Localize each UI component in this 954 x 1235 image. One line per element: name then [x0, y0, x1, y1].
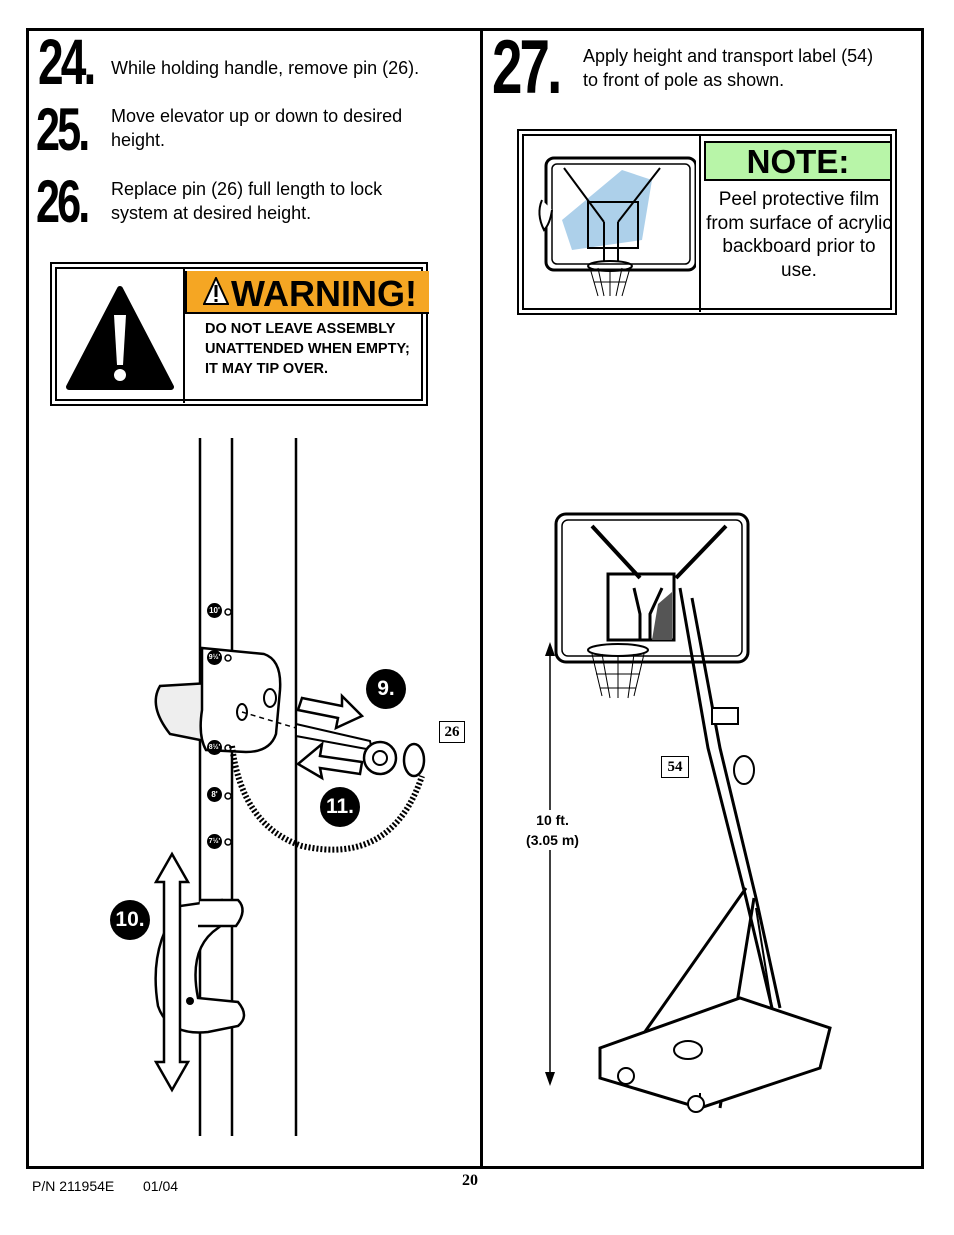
step-26-number: 26.	[36, 168, 90, 235]
height-mark-8: 8'	[207, 787, 222, 802]
step-27-text-line2: to front of pole as shown.	[583, 70, 785, 90]
height-mark-10: 10'	[207, 603, 222, 618]
height-dimension-arrow	[545, 642, 555, 1086]
warning-small-triangle-icon	[203, 277, 229, 305]
part-label-26: 26	[439, 721, 465, 743]
callout-11: 11.	[320, 787, 360, 827]
elevator-pole-illustration	[153, 438, 426, 1136]
step-25-number: 25.	[36, 96, 90, 163]
height-mark-9-5: 9½'	[207, 650, 222, 665]
callout-10: 10.	[110, 900, 150, 940]
warning-box: WARNING! DO NOT LEAVE ASSEMBLY UNATTENDE…	[50, 262, 429, 406]
step-26-text-line1: Replace pin (26) full length to lock	[111, 179, 383, 199]
warning-title: WARNING!	[231, 273, 417, 314]
part-label-54: 54	[661, 756, 689, 778]
warning-separator	[183, 269, 185, 403]
step-27-text-line1: Apply height and transport label (54)	[583, 46, 874, 66]
note-text: Peel protective film from surface of acr…	[706, 189, 892, 281]
step-26-text-line2: system at desired height.	[111, 203, 312, 223]
warning-header: WARNING!	[185, 271, 429, 314]
note-box: NOTE: Peel protective film from surface …	[517, 129, 897, 315]
step-25-text: Move elevator up or down to desired heig…	[111, 104, 402, 152]
step-24-number: 24.	[38, 26, 96, 98]
height-dimension-ft: 10 ft.	[536, 812, 569, 828]
backboard-peel-illustration	[538, 156, 696, 297]
step-27-text: Apply height and transport label (54) to…	[583, 44, 873, 92]
warning-text: DO NOT LEAVE ASSEMBLY UNATTENDED WHEN EM…	[205, 321, 410, 377]
step-27-number: 27.	[492, 25, 562, 110]
warning-inner-frame: WARNING! DO NOT LEAVE ASSEMBLY UNATTENDE…	[55, 267, 429, 403]
step-25-text-line1: Move elevator up or down to desired	[111, 106, 403, 126]
footer-date: 01/04	[143, 1178, 179, 1194]
height-dimension-label: 10 ft. (3.05 m)	[505, 810, 600, 850]
height-dimension-m: (3.05 m)	[526, 832, 579, 848]
step-26-text: Replace pin (26) full length to lock sys…	[111, 177, 382, 225]
page-number: 20	[462, 1172, 478, 1189]
page-frame	[26, 28, 924, 1169]
note-separator	[699, 136, 701, 312]
column-divider	[480, 28, 483, 1169]
height-mark-8-5: 8½'	[207, 740, 222, 755]
height-mark-7-5: 7½'	[207, 834, 222, 849]
note-title: NOTE:	[704, 141, 892, 181]
warning-triangle-icon	[66, 286, 174, 390]
callout-9: 9.	[366, 669, 406, 709]
step-24-text: While holding handle, remove pin (26).	[111, 58, 420, 78]
note-inner-frame: NOTE: Peel protective film from surface …	[522, 134, 892, 312]
step-25-text-line2: height.	[111, 130, 166, 150]
portable-hoop-illustration	[554, 512, 832, 1113]
footer-part-number: P/N 211954E	[32, 1178, 115, 1194]
